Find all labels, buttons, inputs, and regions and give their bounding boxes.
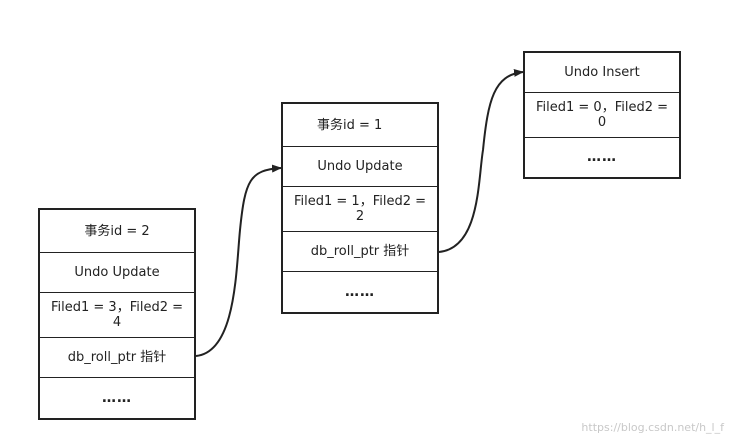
- tx-id-text: 事务id = 2: [84, 223, 150, 239]
- operation-text: Undo Update: [74, 265, 160, 280]
- ellipsis-cell: ……: [525, 138, 679, 177]
- ellipsis-cell: ……: [40, 378, 194, 418]
- watermark: https://blog.csdn.net/h_l_f: [581, 421, 724, 434]
- operation-text: Undo Update: [317, 159, 403, 174]
- operation-cell: Undo Update: [40, 253, 194, 293]
- ellipsis-cell: ……: [283, 272, 437, 312]
- ellipsis-text: ……: [102, 389, 132, 406]
- roll-ptr-arrow-tx1-to-insert: [438, 68, 524, 253]
- tx-id-text: 事务id = 1: [317, 117, 383, 133]
- fields-text: Filed1 = 3，Filed2 = 4: [50, 300, 183, 330]
- operation-cell: Undo Insert: [525, 53, 679, 93]
- fields-text: Filed1 = 0，Filed2 = 0: [535, 100, 668, 130]
- operation-text: Undo Insert: [564, 65, 640, 80]
- fields-cell: Filed1 = 3，Filed2 = 4: [40, 293, 194, 338]
- roll-ptr-cell: db_roll_ptr 指针: [40, 338, 194, 378]
- ellipsis-text: ……: [587, 149, 617, 165]
- undo-record-tx2: 事务id = 2 Undo Update Filed1 = 3，Filed2 =…: [38, 208, 196, 420]
- roll-ptr-cell: db_roll_ptr 指针: [283, 232, 437, 272]
- tx-id-cell: 事务id = 1: [283, 104, 437, 147]
- undo-record-tx1: 事务id = 1 Undo Update Filed1 = 1，Filed2 =…: [281, 102, 439, 314]
- roll-ptr-arrow-tx2-to-tx1: [195, 164, 282, 357]
- roll-ptr-text: db_roll_ptr 指针: [310, 244, 410, 259]
- ellipsis-text: ……: [345, 283, 375, 300]
- roll-ptr-text: db_roll_ptr 指针: [67, 350, 167, 365]
- fields-cell: Filed1 = 0，Filed2 = 0: [525, 93, 679, 138]
- tx-id-cell: 事务id = 2: [40, 210, 194, 253]
- operation-cell: Undo Update: [283, 147, 437, 187]
- undo-record-insert: Undo Insert Filed1 = 0，Filed2 = 0 ……: [523, 51, 681, 179]
- fields-cell: Filed1 = 1，Filed2 = 2: [283, 187, 437, 232]
- fields-text: Filed1 = 1，Filed2 = 2: [293, 194, 426, 224]
